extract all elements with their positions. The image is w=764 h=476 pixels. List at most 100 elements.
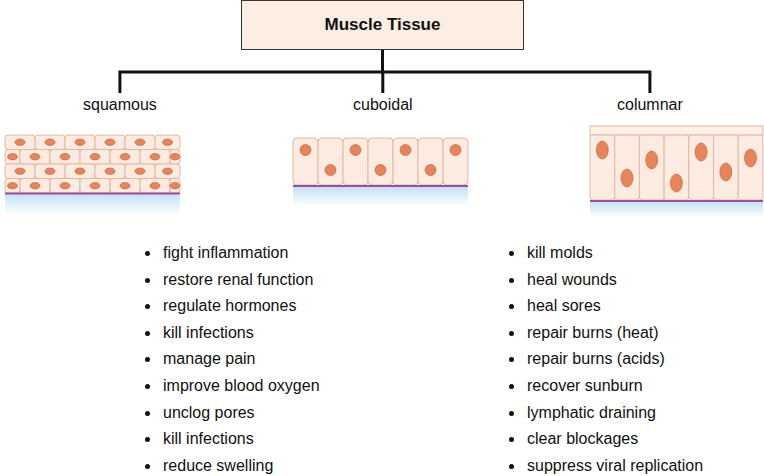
list-item: clear blockages	[527, 429, 638, 449]
squamous-cell	[110, 150, 140, 165]
category-label: columnar	[615, 96, 685, 114]
bullet-dot	[145, 464, 150, 469]
squamous-cell	[140, 179, 170, 194]
cuboidal-illustration	[293, 138, 468, 206]
list-item: recover sunburn	[527, 376, 643, 396]
cell-nucleus	[646, 151, 658, 169]
cell-nucleus	[170, 154, 180, 160]
bullet-dot	[145, 331, 150, 336]
cell-nucleus	[45, 168, 55, 174]
cell-nucleus	[450, 145, 461, 156]
cuboidal-cell	[443, 138, 468, 185]
bullet-dot	[509, 464, 514, 469]
category-label: cuboidal	[351, 96, 415, 114]
category-node: columnar	[615, 96, 685, 114]
list-item: kill molds	[527, 243, 593, 263]
list-item: regulate hormones	[163, 296, 296, 316]
cell-nucleus	[90, 154, 100, 160]
squamous-cell	[35, 135, 65, 150]
cell-nucleus	[105, 139, 115, 145]
list-item: heal wounds	[527, 270, 617, 290]
squamous-cell	[50, 150, 80, 165]
cell-nucleus	[695, 143, 707, 161]
squamous-cell	[155, 135, 180, 150]
list-item: kill infections	[163, 323, 254, 343]
cell-nucleus	[15, 168, 25, 174]
squamous-cell	[20, 150, 50, 165]
cell-nucleus	[60, 183, 70, 189]
cell-nucleus	[163, 168, 173, 174]
cell-nucleus	[163, 139, 173, 145]
cell-nucleus	[135, 139, 145, 145]
list-item: manage pain	[163, 349, 256, 369]
tree-connector	[383, 50, 650, 93]
columnar-cell	[664, 135, 689, 200]
basement-membrane	[293, 185, 468, 187]
bullet-dot	[145, 251, 150, 256]
squamous-cell	[35, 164, 65, 179]
cell-nucleus	[325, 165, 336, 176]
list-item: repair burns (heat)	[527, 323, 659, 343]
list-item: suppress viral replication	[527, 456, 703, 476]
apical-layer	[590, 126, 763, 135]
list-item: repair burns (acids)	[527, 349, 665, 369]
columnar-illustration	[590, 126, 763, 217]
bullet-dot	[509, 437, 514, 442]
cell-nucleus	[120, 183, 130, 189]
bullet-dot	[509, 278, 514, 283]
bullet-dot	[145, 384, 150, 389]
list-item: lymphatic draining	[527, 403, 656, 423]
columnar-cell	[714, 135, 739, 200]
cell-nucleus	[745, 149, 757, 167]
squamous-cell	[5, 164, 35, 179]
basement-membrane	[590, 200, 763, 202]
columnar-cell	[689, 135, 714, 200]
cell-nucleus	[400, 145, 411, 156]
cell-nucleus	[30, 183, 40, 189]
list-item: fight inflammation	[163, 243, 288, 263]
bullet-dot	[509, 331, 514, 336]
squamous-cell	[5, 150, 20, 165]
squamous-cell	[20, 179, 50, 194]
cell-nucleus	[720, 163, 732, 181]
cell-nucleus	[150, 183, 160, 189]
squamous-illustration	[5, 135, 180, 215]
title-text: Muscle Tissue	[325, 15, 441, 35]
cell-nucleus	[120, 154, 130, 160]
bullet-dot	[145, 304, 150, 309]
category-label: squamous	[81, 96, 159, 114]
cell-nucleus	[75, 168, 85, 174]
cuboidal-cell	[318, 138, 343, 185]
cell-nucleus	[8, 154, 18, 160]
cell-nucleus	[596, 141, 608, 159]
squamous-cell	[65, 164, 95, 179]
cell-nucleus	[375, 165, 386, 176]
bullet-dot	[509, 304, 514, 309]
cell-nucleus	[135, 168, 145, 174]
squamous-cell	[125, 164, 155, 179]
squamous-cell	[110, 179, 140, 194]
squamous-cell	[170, 150, 180, 165]
squamous-cell	[80, 179, 110, 194]
bullet-dot	[145, 437, 150, 442]
cell-nucleus	[60, 154, 70, 160]
cell-nucleus	[621, 169, 633, 187]
bullet-dot	[509, 357, 514, 362]
squamous-cell	[155, 164, 180, 179]
squamous-cell	[50, 179, 80, 194]
cuboidal-cell	[418, 138, 443, 185]
cuboidal-cell	[393, 138, 418, 185]
tree-connector	[120, 50, 383, 93]
bullet-dot	[145, 357, 150, 362]
cuboidal-cell	[343, 138, 368, 185]
squamous-cell	[65, 135, 95, 150]
bullet-dot	[509, 384, 514, 389]
squamous-cell	[5, 179, 20, 194]
cuboidal-cell	[368, 138, 393, 185]
cell-nucleus	[75, 139, 85, 145]
bullet-dot	[509, 251, 514, 256]
cuboidal-cell	[293, 138, 318, 185]
cell-nucleus	[150, 154, 160, 160]
cell-nucleus	[350, 145, 361, 156]
cell-nucleus	[105, 168, 115, 174]
